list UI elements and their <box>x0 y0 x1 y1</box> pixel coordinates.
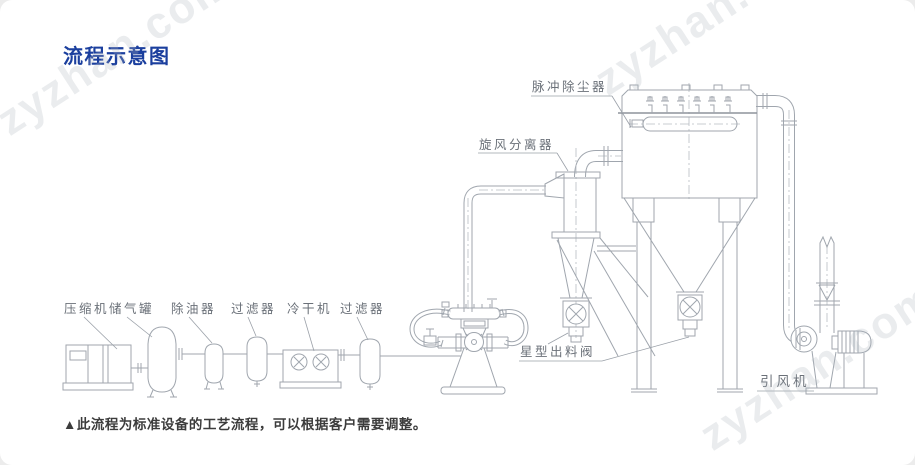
footnote: ▲此流程为标准设备的工艺流程，可以根据客户需要调整。 <box>63 417 427 432</box>
label-induced-draft-fan: 引风机 <box>760 374 810 389</box>
pulse-dust-collector-unit <box>618 84 797 393</box>
filter-2-vessel <box>359 338 461 390</box>
label-compressor: 压缩机 <box>64 302 110 316</box>
pulse-valves <box>646 96 732 113</box>
filter-1-vessel <box>246 336 283 387</box>
label-cyclone-separator: 旋风分离器 <box>479 138 555 152</box>
air-tank-vessel <box>147 326 205 398</box>
label-cold-dryer: 冷干机 <box>287 302 333 316</box>
label-oil-remover: 除油器 <box>171 302 217 316</box>
induced-draft-fan-unit <box>790 235 878 395</box>
label-leaders <box>83 95 814 392</box>
label-pulse-dust-collector: 脉冲除尘器 <box>532 80 608 94</box>
pipes <box>463 95 835 345</box>
oil-remover-vessel <box>204 343 247 390</box>
page-title: 流程示意图 <box>63 46 171 68</box>
centerlines <box>467 83 828 338</box>
cyclone-separator-unit <box>544 146 656 357</box>
label-star-discharge-valve: 星型出料阀 <box>520 345 596 359</box>
compressor-unit <box>62 344 148 391</box>
cold-dryer-unit <box>279 349 360 389</box>
jet-feeder-unit <box>409 298 529 395</box>
label-air-tank: 储气罐 <box>109 302 155 316</box>
label-filter-2: 过滤器 <box>340 302 386 316</box>
label-filter-1: 过滤器 <box>231 302 277 316</box>
